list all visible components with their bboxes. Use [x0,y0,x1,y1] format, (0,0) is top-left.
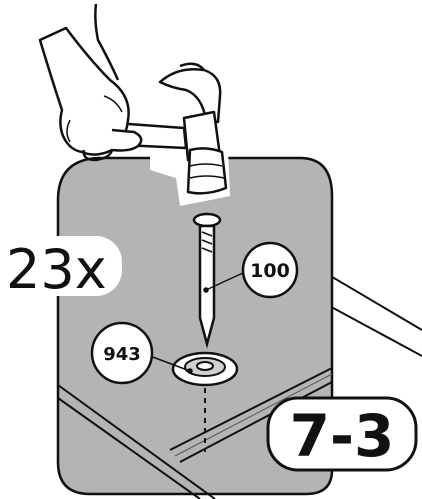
step-box [266,396,418,472]
quantity-text: 23x [6,238,107,301]
callout-leaders [149,271,246,374]
step-number: 7-3 [290,402,395,470]
hand-icon [38,3,143,162]
nail-part [192,212,222,349]
washer-label: 943 [103,344,141,365]
callout-circle-nail [241,241,299,299]
nail-label: 100 [250,260,290,282]
quantity-box [0,236,122,296]
washer-part [171,351,239,387]
callout-circle-washer [90,321,154,385]
